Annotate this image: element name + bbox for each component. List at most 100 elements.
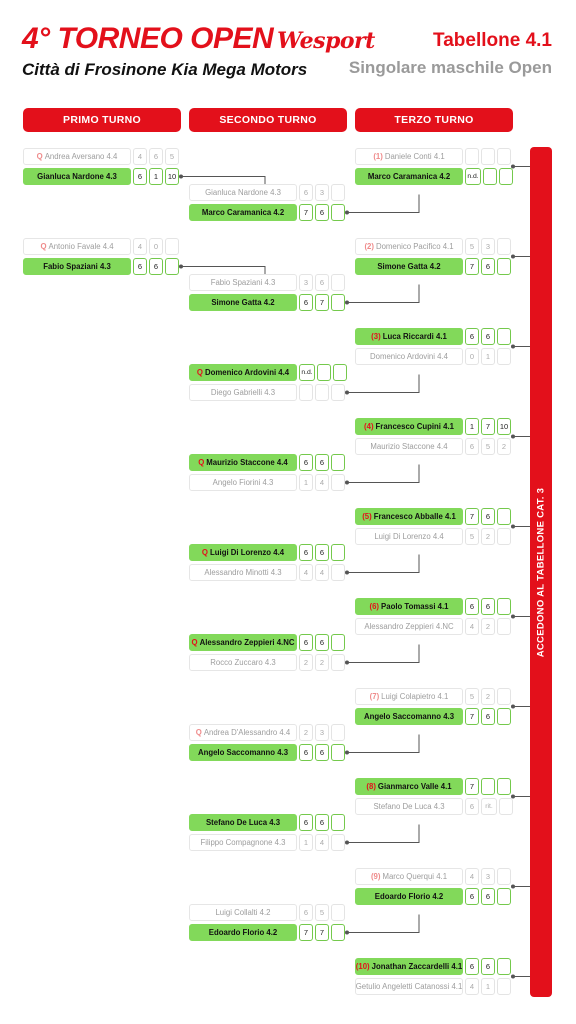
draw-category: Singolare maschile Open [348, 58, 552, 77]
round-header-1: PRIMO TURNO [23, 108, 181, 132]
set-score: 1 [299, 474, 313, 491]
player-name: Alessandro Minotti 4.3 [189, 564, 297, 581]
set-score [331, 454, 345, 471]
set-score [497, 688, 511, 705]
connector-dot [511, 884, 515, 889]
set-score: 2 [299, 654, 313, 671]
player-name: Maurizio Staccone 4.4 [355, 438, 463, 455]
connector-dot [345, 570, 349, 575]
set-score [497, 778, 511, 795]
seed-number: (10) [355, 962, 370, 971]
set-score [497, 888, 511, 905]
set-score: 4 [133, 238, 147, 255]
set-score [165, 238, 179, 255]
set-score: 6 [133, 168, 147, 185]
player-label: Alessandro Zeppieri 4.NC [199, 638, 295, 647]
set-score: 6 [315, 744, 329, 761]
set-score: 4 [133, 148, 147, 165]
set-score: 6 [299, 634, 313, 651]
seed-number: (6) [369, 602, 380, 611]
player-label: Domenico Ardovini 4.4 [204, 368, 290, 377]
player-name: (5)Francesco Abballe 4.1 [355, 508, 463, 525]
player-label: Marco Caramanica 4.2 [201, 208, 285, 217]
set-score: 6 [481, 508, 495, 525]
set-score: 4 [465, 868, 479, 885]
set-score: 5 [465, 688, 479, 705]
player-label: Andrea D'Alessandro 4.4 [203, 728, 291, 737]
set-score: 7 [465, 508, 479, 525]
qualifier-mark: Q [40, 242, 47, 251]
player-label: Maurizio Staccone 4.4 [206, 458, 288, 467]
connector-dot [345, 480, 349, 485]
player-name: Simone Gatta 4.2 [189, 294, 297, 311]
player-label: Edoardo Florio 4.2 [374, 892, 444, 901]
player-name: Luigi Collalti 4.2 [189, 904, 297, 921]
player-label: Domenico Pacifico 4.1 [375, 242, 454, 251]
set-score: 6 [481, 258, 495, 275]
set-score [331, 204, 345, 221]
qualifiers-sidebar: ACCEDONO AL TABELLONE CAT. 3 [530, 147, 552, 997]
set-score: 2 [481, 618, 495, 635]
seed-number: (8) [366, 782, 376, 791]
set-score: 3 [481, 868, 495, 885]
set-score: n.d. [465, 168, 481, 185]
connector-dot [345, 750, 349, 755]
player-label: Rocco Zuccaro 4.3 [210, 658, 276, 667]
qualifier-mark: Q [201, 548, 208, 557]
set-score [497, 148, 511, 165]
bracket-connector [347, 644, 420, 663]
player-label: Andrea Aversano 4.4 [44, 152, 118, 161]
set-score: 2 [481, 528, 495, 545]
set-score [331, 654, 345, 671]
set-score: rit. [481, 798, 497, 815]
set-score: 3 [299, 274, 313, 291]
set-score [315, 384, 329, 401]
connector-dot [511, 974, 515, 979]
player-label: Francesco Abballe 4.1 [373, 512, 456, 521]
player-label: Jonathan Zaccardelli 4.1 [371, 962, 463, 971]
player-name: Diego Gabrielli 4.3 [189, 384, 297, 401]
player-name: Gianluca Nardone 4.3 [189, 184, 297, 201]
player-name: Fabio Spaziani 4.3 [189, 274, 297, 291]
player-label: Simone Gatta 4.2 [377, 262, 441, 271]
set-score [497, 238, 511, 255]
player-name: Fabio Spaziani 4.3 [23, 258, 131, 275]
set-score: 7 [465, 708, 479, 725]
set-score [497, 328, 511, 345]
connector-dot [345, 840, 349, 845]
player-label: Angelo Saccomanno 4.3 [363, 712, 455, 721]
qualifier-mark: Q [195, 728, 202, 737]
set-score: 4 [315, 564, 329, 581]
set-score: 4 [299, 564, 313, 581]
player-label: Angelo Saccomanno 4.3 [197, 748, 289, 757]
set-score: 3 [315, 724, 329, 741]
player-label: Gianluca Nardone 4.3 [37, 172, 117, 181]
set-score: 1 [481, 978, 495, 995]
set-score: 5 [315, 904, 329, 921]
player-label: Alessandro Zeppieri 4.NC [364, 622, 454, 631]
set-score: 1 [481, 348, 495, 365]
player-label: Simone Gatta 4.2 [211, 298, 275, 307]
set-score [497, 958, 511, 975]
bracket-connector [347, 824, 420, 843]
set-score: 6 [133, 258, 147, 275]
set-score: 4 [315, 834, 329, 851]
bracket-connector [347, 284, 420, 303]
player-label: Francesco Cupini 4.1 [375, 422, 454, 431]
player-name: (1)Daniele Conti 4.1 [355, 148, 463, 165]
set-score [497, 258, 511, 275]
